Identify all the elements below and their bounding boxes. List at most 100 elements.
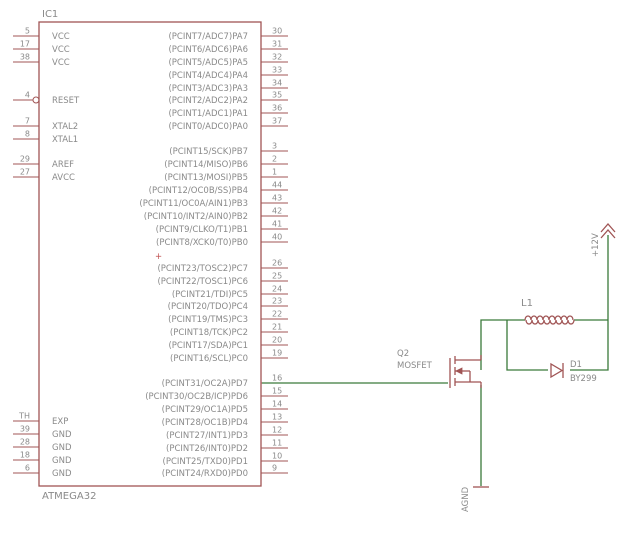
ic-right-pin: 42(PCINT10/INT2/AIN0)PB2: [144, 207, 288, 222]
ic-right-pin: 10 (PCINT25/TXD0)PD1: [163, 452, 288, 467]
pin-number: 39: [20, 425, 30, 434]
ic-right-pin: 40(PCINT8/XCK0/T0)PB0: [156, 233, 288, 248]
pin-number: 40: [272, 233, 282, 242]
pin-number: 1: [272, 168, 277, 177]
ic-right-pin: 22 (PCINT19/TMS)PC3: [168, 310, 288, 325]
pin-name: (PCINT15/SCK)PB7: [169, 147, 248, 157]
supply-12v-symbol: [600, 223, 616, 239]
pin-number: 44: [272, 181, 282, 190]
d1-ref-label: D1: [570, 360, 582, 370]
pin-name: (PCINT0/ADC0)PA0: [168, 122, 248, 132]
ic-right-pin: 34 (PCINT3/ADC3)PA3: [168, 79, 288, 94]
supply-label: +12V: [591, 233, 601, 257]
pin-number: 30: [272, 27, 282, 36]
wire-diode-anode: [506, 320, 548, 371]
pin-number: 19: [272, 349, 282, 358]
ic-right-pin: 2(PCINT14/MISO)PB6: [164, 155, 288, 170]
pin-number: 35: [272, 91, 282, 100]
pin-name: GND: [52, 443, 72, 453]
pin-number: 36: [272, 104, 282, 113]
ground-label: AGND: [461, 486, 471, 512]
pin-number: 38: [20, 53, 30, 62]
pin-name: (PCINT4/ADC4)PA4: [168, 71, 248, 81]
pin-name: XTAL2: [52, 122, 78, 132]
pin-number: 32: [272, 53, 282, 62]
pin-number: 42: [272, 207, 282, 216]
ic-right-pin: 36 (PCINT1/ADC1)PA1: [168, 104, 288, 119]
ic-right-pin: 35(PCINT2/ADC2)PA2: [168, 91, 288, 106]
pin-name: (PCINT11/OC0A/AIN1)PB3: [139, 199, 248, 209]
pin-name: (PCINT7/ADC7)PA7: [168, 32, 248, 42]
pin-number: 41: [272, 220, 282, 229]
ic-right-pin: 30 (PCINT7/ADC7)PA7: [168, 27, 288, 42]
pin-name: (PCINT21/TDI)PC5: [172, 290, 248, 300]
pin-name: XTAL1: [52, 135, 78, 145]
pin-number: 13: [272, 413, 282, 422]
pin-name: VCC: [52, 45, 70, 55]
ic-right-pin: 25(PCINT22/TOSC1)PC6: [157, 272, 288, 287]
pin-number: 12: [272, 426, 282, 435]
pin-name: (PCINT31/OC2A)PD7: [162, 379, 248, 389]
wire-drain-to-inductor: [480, 319, 525, 370]
pin-name: (PCINT6/ADC6)PA6: [168, 45, 248, 55]
pin-number: 3: [272, 142, 277, 151]
pin-number: 18: [20, 451, 30, 460]
ic-right-pin: 12 (PCINT27/INT1)PD3: [166, 426, 288, 441]
origin-cross: +: [155, 252, 162, 262]
ic-left-pins: 5VCC17VCC38VCC4RESET7XTAL28XTAL129AREF27…: [13, 27, 80, 479]
ic-right-pin: 43(PCINT11/OC0A/AIN1)PB3: [139, 194, 288, 209]
ic-right-pin: 1(PCINT13/MOSI)PB5: [164, 168, 288, 183]
pin-number: 5: [25, 27, 30, 36]
pin-name: (PCINT24/RXD0)PD0: [162, 469, 248, 479]
pin-name: RESET: [52, 96, 80, 106]
ic-right-pin: 21(PCINT18/TCK)PC2: [170, 323, 288, 338]
pin-name: (PCINT26/INT0)PD2: [166, 444, 248, 454]
q2-ref-label: Q2: [397, 349, 409, 359]
ic-right-pin: 11 (PCINT26/INT0)PD2: [166, 439, 288, 454]
ic-right-pin: 9 (PCINT24/RXD0)PD0: [162, 464, 288, 479]
pin-name: GND: [52, 430, 72, 440]
pin-number: 16: [272, 374, 282, 383]
pin-number: 33: [272, 66, 282, 75]
pin-number: 9: [272, 464, 277, 473]
q2-type-label: MOSFET: [397, 361, 433, 371]
pin-number: 20: [272, 336, 282, 345]
ic-right-pin: 26(PCINT23/TOSC2)PC7: [157, 259, 288, 274]
wire-supply-rail: [570, 235, 609, 371]
pin-name: (PCINT25/TXD0)PD1: [163, 457, 248, 467]
ic-right-pin: 23(PCINT20/TDO)PC4: [168, 297, 288, 312]
pin-number: 10: [272, 452, 282, 461]
pin-name: VCC: [52, 32, 70, 42]
ic-right-pin: 3 (PCINT15/SCK)PB7: [169, 142, 288, 157]
pin-name: VCC: [52, 58, 70, 68]
pin-number: 31: [272, 40, 282, 49]
pin-name: (PCINT3/ADC3)PA3: [168, 84, 248, 94]
ic-right-pin: 14(PCINT29/OC1A)PD5: [162, 400, 288, 415]
pin-number: 22: [272, 310, 282, 319]
pin-number: 11: [272, 439, 282, 448]
pin-number: 15: [272, 387, 282, 396]
pin-name: (PCINT20/TDO)PC4: [168, 302, 248, 312]
inversion-bubble: [32, 96, 40, 104]
pin-name: (PCINT27/INT1)PD3: [166, 431, 248, 441]
pin-number: 6: [25, 464, 30, 473]
pin-name: (PCINT17/SDA)PC1: [168, 341, 248, 351]
ic-ref-label: IC1: [42, 9, 58, 20]
ic-body: [38, 21, 262, 487]
inductor-l1: [524, 315, 575, 325]
pin-name: (PCINT1/ADC1)PA1: [168, 109, 248, 119]
d1-part-label: BY299: [570, 374, 597, 384]
pin-number: 34: [272, 79, 282, 88]
pin-name: (PCINT19/TMS)PC3: [168, 315, 248, 325]
pin-number: 25: [272, 272, 282, 281]
pin-name: (PCINT29/OC1A)PD5: [162, 405, 248, 415]
pin-name: GND: [52, 456, 72, 466]
